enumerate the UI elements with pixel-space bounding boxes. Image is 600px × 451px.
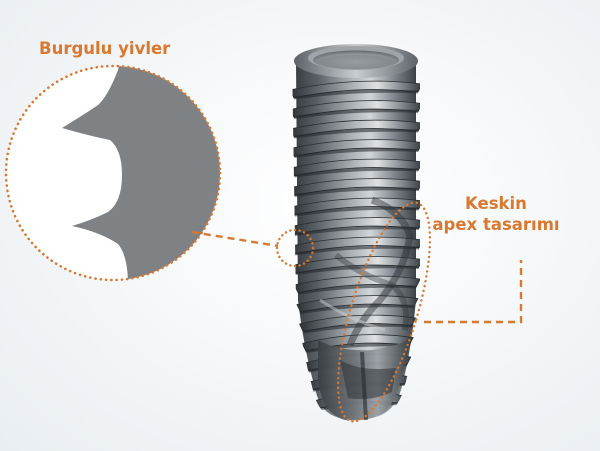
apex-connector-line — [424, 260, 523, 324]
apex-callout-line-1: Keskin — [465, 194, 527, 213]
implant-thread-shadow — [294, 245, 420, 256]
implant-thread-shadow — [294, 167, 419, 178]
thread-magnifier — [4, 64, 222, 282]
implant-thread-shadow — [294, 226, 419, 236]
implant-body — [292, 44, 420, 421]
implant-thread-shadow — [293, 89, 419, 100]
implant-thread-shadow — [293, 109, 419, 119]
thread-callout-label: Burgulu yivler — [39, 39, 171, 58]
implant-thread-shadow — [294, 206, 419, 217]
thread-profile — [62, 66, 220, 280]
implant-thread-shadow — [294, 187, 419, 197]
thread-detail-marker — [275, 228, 315, 268]
implant-thread-shadow — [294, 148, 419, 158]
implant-thread-shadow — [300, 304, 414, 314]
implant-thread-shadow — [294, 128, 419, 139]
implant-thread-shadow — [295, 265, 419, 275]
implant-thread-shadow — [303, 323, 412, 334]
thread-connector-line — [191, 230, 279, 248]
apex-detail-marker — [336, 201, 432, 423]
apex-callout-label: Keskin apex tasarımı — [426, 193, 566, 235]
apex-callout-line-2: apex tasarımı — [432, 215, 560, 234]
